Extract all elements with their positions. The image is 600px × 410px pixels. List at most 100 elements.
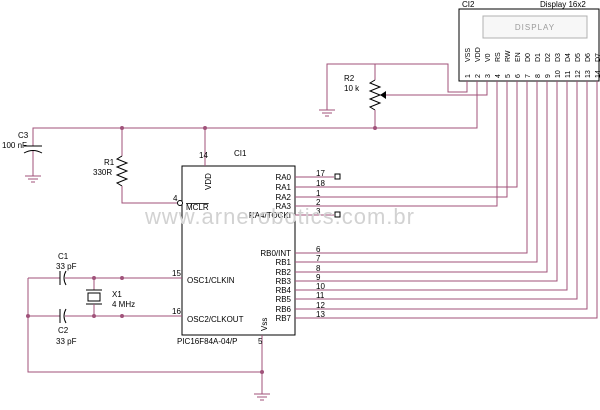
r2-value: 10 k bbox=[344, 84, 360, 93]
lcd-pin-name: D7 bbox=[595, 53, 600, 62]
c3-capacitor: C3 100 nF bbox=[2, 131, 43, 183]
junction-dot bbox=[260, 370, 264, 374]
ground-symbol bbox=[254, 393, 270, 401]
mcu-pin-number: 13 bbox=[316, 310, 325, 319]
junction-dot bbox=[92, 314, 96, 318]
ground-symbol bbox=[319, 109, 335, 117]
mcu-pin-label: RB2 bbox=[275, 268, 291, 277]
mcu-pin-number: 10 bbox=[316, 282, 325, 291]
junction-dot bbox=[373, 126, 377, 130]
x1-value: 4 MHz bbox=[112, 300, 135, 309]
unconnected-pin-marker bbox=[334, 211, 341, 218]
lcd-pin-number: 9 bbox=[545, 74, 552, 78]
lcd-display: CI2 Display 16x2 DISPLAY VSS 1 VDD 2 V0 3 RS 4 R… bbox=[458, 0, 600, 82]
lcd-pin-number: 11 bbox=[565, 71, 572, 78]
lcd-pin-number: 7 bbox=[525, 74, 532, 78]
vdd-label: VDD bbox=[204, 173, 213, 190]
lcd-screen-text: DISPLAY bbox=[515, 23, 555, 32]
mcu-pin-number: 8 bbox=[316, 264, 321, 273]
lcd-pin-number: 2 bbox=[475, 74, 482, 78]
lcd-pin-name: D1 bbox=[535, 53, 542, 62]
mcu-pin-label: RB4 bbox=[275, 286, 291, 295]
mclr-label: MCLR bbox=[186, 203, 209, 212]
lcd-pin-name: VDD bbox=[475, 47, 482, 62]
mcu-pin-label: RB6 bbox=[275, 305, 291, 314]
lcd-pin-name: D6 bbox=[585, 53, 592, 62]
lcd-pin-number: 1 bbox=[465, 74, 472, 78]
unconnected-pin-marker bbox=[334, 173, 341, 180]
lcd-pin-number: 3 bbox=[485, 74, 492, 78]
mcu-pin-label: RA4/TOCKI bbox=[249, 211, 291, 220]
mcu-pin-label: RB1 bbox=[275, 258, 291, 267]
mcu-pin-number: 1 bbox=[316, 189, 321, 198]
mcu-pin-label: RB3 bbox=[275, 277, 291, 286]
mcu-pin-label: RB0/INT bbox=[260, 249, 291, 258]
c3-value: 100 nF bbox=[2, 141, 27, 150]
lcd-wiring bbox=[32, 63, 598, 319]
r1-resistor: R1 330R bbox=[93, 128, 177, 204]
osc1-pin-num: 15 bbox=[172, 269, 181, 278]
mcu-pin-number: 11 bbox=[316, 291, 325, 300]
mcu-pin-number: 18 bbox=[316, 179, 325, 188]
lcd-pin-name: D5 bbox=[575, 53, 582, 62]
mcu-pin-number: 17 bbox=[316, 169, 325, 178]
r1-ref: R1 bbox=[104, 158, 115, 167]
lcd-pin-number: 13 bbox=[585, 70, 592, 78]
watermark: www.arnerobotics.com.br bbox=[144, 204, 415, 229]
lcd-pin-name: V0 bbox=[485, 53, 492, 62]
lcd-pin-number: 14 bbox=[595, 70, 600, 78]
osc2-pin-num: 16 bbox=[172, 307, 181, 316]
r2-ref: R2 bbox=[344, 74, 355, 83]
pic-microcontroller: CI1 14 VDD 4 MCLR 15 OSC1/CLKIN 16 OSC2/… bbox=[122, 128, 341, 394]
lcd-pin-name: D0 bbox=[525, 53, 532, 62]
lcd-ref: CI2 bbox=[462, 0, 475, 9]
lcd-pin-name: D3 bbox=[555, 53, 562, 62]
vdd-pin-num: 14 bbox=[199, 151, 208, 160]
mcu-pin-number: 6 bbox=[316, 245, 321, 254]
lcd-pin-name: RS bbox=[495, 52, 502, 62]
mcu-pin-label: RA0 bbox=[275, 173, 291, 182]
osc1-label: OSC1/CLKIN bbox=[187, 276, 235, 285]
mcu-pin-number: 7 bbox=[316, 254, 321, 263]
lcd-pin-number: 4 bbox=[495, 74, 502, 78]
c3-ref: C3 bbox=[18, 131, 29, 140]
mcu-pin-number: 2 bbox=[316, 198, 321, 207]
lcd-pin-name: D2 bbox=[545, 53, 552, 62]
lcd-pin-name: VSS bbox=[465, 48, 472, 62]
mcu-pin-number: 3 bbox=[316, 207, 321, 216]
mclr-pin-num: 4 bbox=[173, 194, 178, 203]
mcu-pin-label: RB7 bbox=[275, 314, 291, 323]
lcd-pin-number: 10 bbox=[555, 70, 562, 78]
mcu-ref: CI1 bbox=[234, 149, 247, 158]
x1-ref: X1 bbox=[112, 290, 122, 299]
lcd-title: Display 16x2 bbox=[540, 0, 586, 9]
c1-value: 33 pF bbox=[56, 262, 77, 271]
mcu-pin-label: RA1 bbox=[275, 183, 291, 192]
mcu-pin-label: RA3 bbox=[275, 202, 291, 211]
mclr-inversion-bubble bbox=[177, 200, 183, 206]
r2-potentiometer: R2 10 k bbox=[344, 64, 386, 128]
lcd-pin-name: EN bbox=[515, 52, 522, 62]
c1-ref: C1 bbox=[58, 252, 69, 261]
vss-pin-num: 5 bbox=[258, 337, 263, 346]
c2-value: 33 pF bbox=[56, 337, 77, 346]
mcu-pin-label: RB5 bbox=[275, 295, 291, 304]
lcd-screen bbox=[482, 15, 588, 39]
vss-label: Vss bbox=[260, 318, 269, 331]
lcd-pin-number: 12 bbox=[575, 70, 582, 78]
mcu-pin-label: RA2 bbox=[275, 193, 291, 202]
mcu-pin-number: 9 bbox=[316, 273, 321, 282]
mcu-pin-number: 12 bbox=[316, 301, 325, 310]
junction-dot bbox=[92, 276, 96, 280]
r1-value: 330R bbox=[93, 168, 112, 177]
lcd-pin-number: 5 bbox=[505, 74, 512, 78]
lcd-pin-number: 8 bbox=[535, 74, 542, 78]
lcd-pin-name: D4 bbox=[565, 53, 572, 62]
mcu-part: PIC16F84A-04/P bbox=[177, 337, 237, 346]
oscillator-circuit: C1 33 pF C2 33 pF X1 4 MHz bbox=[26, 252, 264, 374]
lcd-pin-name: RW bbox=[505, 50, 512, 62]
mcu-body bbox=[181, 165, 296, 336]
junction-dot bbox=[120, 276, 124, 280]
junction-dot bbox=[120, 314, 124, 318]
